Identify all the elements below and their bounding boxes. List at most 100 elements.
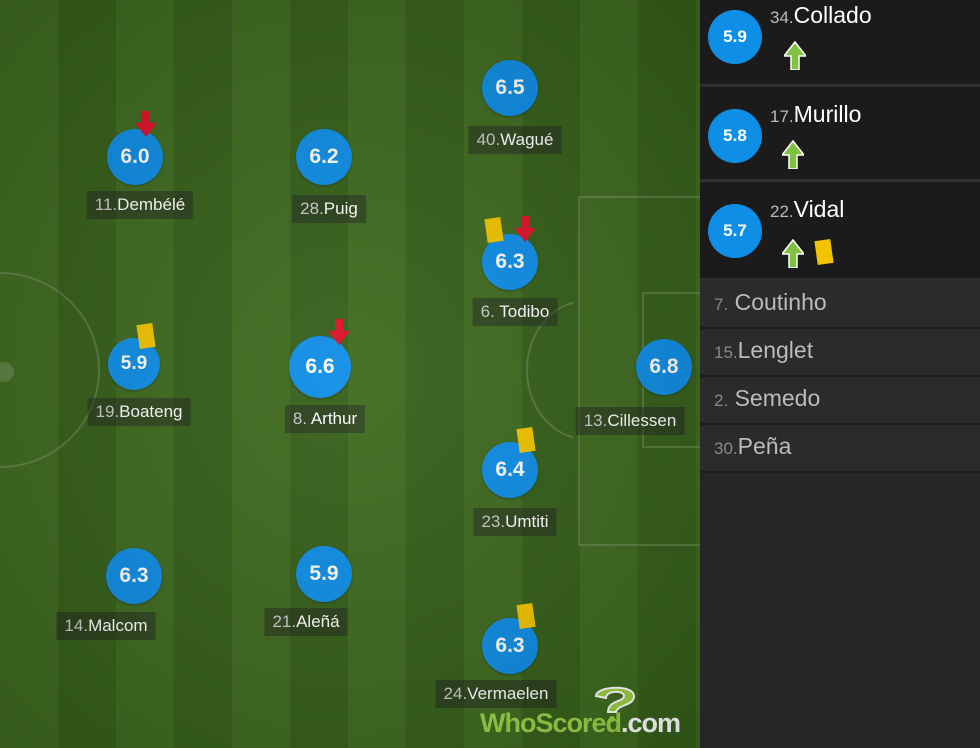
bench-number: 15. [714,343,738,362]
bench-name: Semedo [734,385,821,411]
yellow-card-icon [516,427,536,453]
player-name-label: 14.Malcom [56,612,156,640]
player-rating: 6.3 [482,234,538,290]
player-name-label: 11.Dembélé [86,191,194,219]
yellow-card-icon [484,217,504,243]
player-name: Todibo [499,302,550,321]
player-number: 28. [300,199,324,218]
player-number: 6. [480,302,500,321]
player-rating: 6.0 [107,129,163,185]
player-name-label: 40.Wagué [468,126,562,154]
logo-text: WhoScored.com [480,708,681,739]
sub-name: Collado [793,2,872,28]
player-name: Umtiti [505,512,549,531]
player-name: Wagué [500,130,554,149]
bench-row[interactable]: 30.Peña [700,425,980,473]
bench-row[interactable]: 15.Lenglet [700,329,980,377]
sub-row[interactable]: 5.9 34.Collado [700,0,980,87]
player-name-label: 23.Umtiti [473,508,557,536]
sub-on-arrow-icon [782,139,804,169]
player-number: 13. [583,411,608,430]
sub-rating: 5.8 [708,109,762,163]
sub-name-label: 17.Murillo [770,101,861,128]
sub-number: 17. [770,107,794,126]
player-number: 19. [95,402,120,421]
player-name-label: 8. Arthur [284,405,366,433]
bench-name: Lenglet [737,337,814,363]
bench-row[interactable]: 7. Coutinho [700,281,980,329]
player-number: 14. [64,616,89,635]
player-marker-todibo[interactable]: 6.3 6. Todibo [472,216,558,326]
sub-rating: 5.7 [708,204,762,258]
player-marker-vermaelen[interactable]: 6.3 24.Vermaelen [435,603,557,708]
sub-number: 34. [770,8,794,27]
bench-name-label: 7. Coutinho [714,289,827,316]
logo-question-mark-icon [594,686,636,722]
player-rating: 5.9 [108,338,160,390]
penalty-area [578,196,700,546]
pitch: 6.0 11.Dembélé 6.2 28.Puig 6.5 40.Wagué … [0,0,700,748]
player-name: Vermaelen [467,684,549,703]
bench-name-label: 2. Semedo [714,385,820,412]
player-rating: 6.3 [106,548,162,604]
sub-off-arrow-icon [135,111,157,137]
player-number: 24. [443,684,468,703]
sub-name-label: 22.Vidal [770,196,844,223]
player-marker-malcom[interactable]: 6.3 14.Malcom [56,548,162,640]
whoscored-logo: WhoScored.com [480,684,690,744]
center-spot [0,362,14,382]
bench-number: 2. [714,391,729,410]
player-name-label: 13.Cillessen [575,407,685,435]
player-rating: 6.3 [482,618,538,674]
logo-brand: WhoScored [480,708,622,738]
player-number: 11. [94,195,118,214]
sub-name: Vidal [793,196,845,222]
yellow-card-icon [814,239,834,265]
player-marker-alena[interactable]: 5.9 21.Aleñá [264,546,352,636]
player-marker-dembele[interactable]: 6.0 11.Dembélé [86,111,194,219]
sub-row[interactable]: 5.7 22.Vidal [700,182,980,281]
sub-name-label: 34.Collado [770,2,872,29]
player-number: 23. [481,512,506,531]
bench-row[interactable]: 2. Semedo [700,377,980,425]
sub-rating: 5.9 [708,10,762,64]
player-name: Cillessen [607,411,677,430]
substitutes-panel: 5.9 34.Collado 5.8 17.Murillo 5.7 22.Vid… [700,0,980,748]
player-rating: 6.5 [482,60,538,116]
player-marker-arthur[interactable]: 6.6 8. Arthur [284,319,366,433]
logo-domain: .com [621,708,681,738]
bench-name-label: 15.Lenglet [714,337,813,364]
player-number: 8. [292,409,311,428]
player-name: Malcom [88,616,148,635]
yellow-card-icon [516,603,536,629]
player-name-label: 28.Puig [292,195,366,223]
player-name-label: 21.Aleñá [264,608,348,636]
player-name: Puig [323,199,358,218]
player-name-label: 6. Todibo [472,298,558,326]
sub-name: Murillo [793,101,862,127]
player-marker-cillessen[interactable]: 6.8 13.Cillessen [575,339,692,435]
bench-name: Peña [737,433,792,459]
sub-on-arrow-icon [782,238,804,268]
player-marker-puig[interactable]: 6.2 28.Puig [292,129,366,223]
player-marker-boateng[interactable]: 5.9 19.Boateng [87,323,191,426]
player-rating: 6.8 [636,339,692,395]
player-marker-umtiti[interactable]: 6.4 23.Umtiti [473,427,557,536]
bench-number: 7. [714,295,729,314]
bench-number: 30. [714,439,738,458]
sub-off-arrow-icon [328,319,350,345]
sub-off-arrow-icon [514,216,536,242]
player-number: 40. [476,130,501,149]
bench-name-label: 30.Peña [714,433,791,460]
player-rating: 5.9 [296,546,352,602]
player-name-label: 24.Vermaelen [435,680,557,708]
player-name: Arthur [310,409,358,428]
player-rating: 6.6 [289,336,351,398]
sub-row[interactable]: 5.8 17.Murillo [700,87,980,182]
sub-number: 22. [770,202,794,221]
yellow-card-icon [136,323,156,349]
player-name: Aleñá [296,612,340,631]
sub-on-arrow-icon [784,40,806,70]
player-marker-wague[interactable]: 6.5 40.Wagué [468,60,562,154]
